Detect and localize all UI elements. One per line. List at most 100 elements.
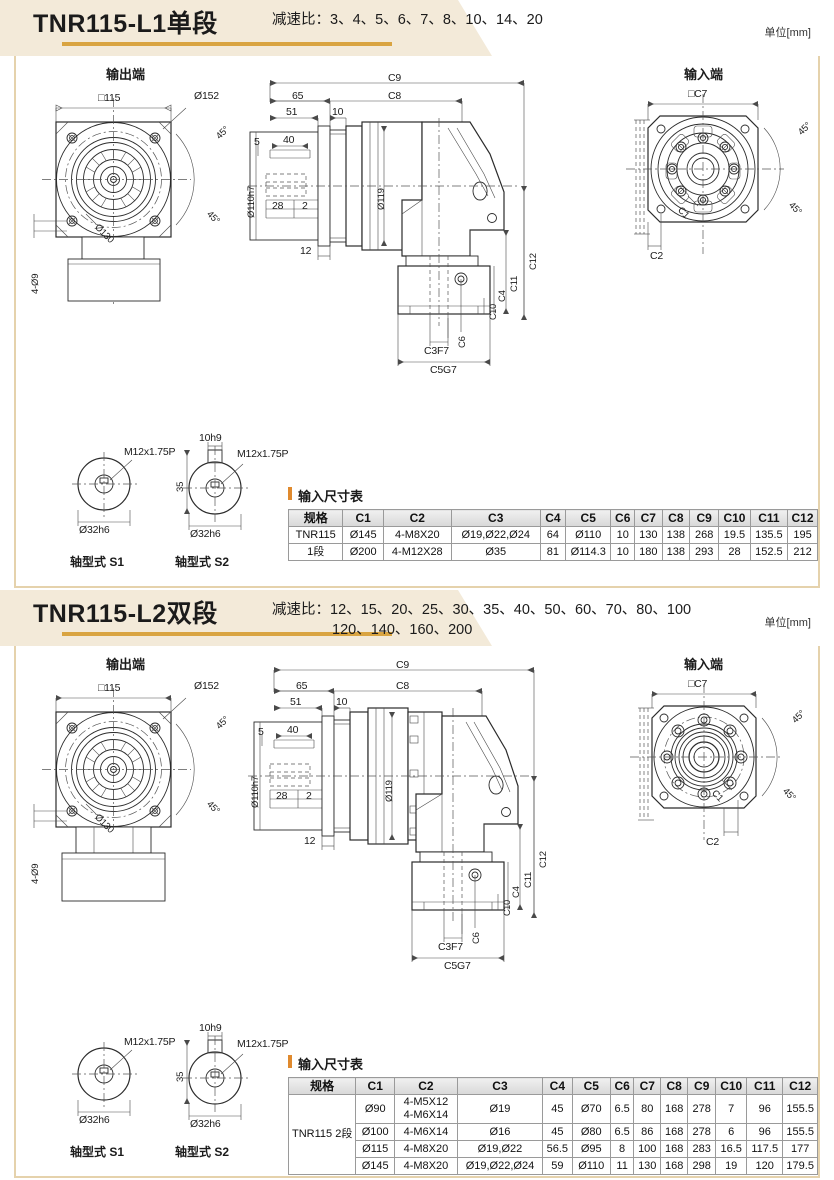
table-title: 输入尺寸表 <box>288 486 818 505</box>
dim-c11: C11 <box>523 871 534 888</box>
cell-c3: Ø19,Ø22,Ø24 <box>456 1157 544 1175</box>
th-c5: C5 <box>571 1077 611 1095</box>
dim-c7: □C7 <box>688 88 708 100</box>
dim-28: 28 <box>276 790 288 802</box>
shaft-type-s1: M12x1.75P Ø32h6 轴型式 S1 <box>66 440 176 570</box>
th-c9: C9 <box>689 509 720 527</box>
cell-c7: 86 <box>633 1123 662 1141</box>
cell-c10: 7 <box>715 1094 748 1124</box>
shaft-s2-svg <box>183 442 249 530</box>
dim-d119: Ø119 <box>384 780 395 802</box>
cell-c11: 96 <box>746 1123 784 1141</box>
table-row: TNR115 Ø145 4-M8X20 Ø19,Ø22,Ø24 64 Ø110 … <box>287 526 818 544</box>
table-row: Ø100 4-M6X14 Ø16 45 Ø80 6.5 86 168 278 6… <box>289 1123 818 1141</box>
section-header-l2: TNR115-L2双段 减速比：12、15、20、25、30、35、40、50、… <box>0 590 834 646</box>
section-title: TNR115-L1单段 <box>33 10 218 38</box>
dim-5: 5 <box>258 726 264 738</box>
th-c12: C12 <box>782 1077 818 1095</box>
dim-s1-dia: Ø32h6 <box>79 524 110 536</box>
cell-c8: 138 <box>661 526 691 544</box>
section-view-drawing: C9 C8 65 51 10 5 40 28 2 12 Ø119 Ø110h7 … <box>244 659 594 1000</box>
cell-c10: 16.5 <box>715 1140 748 1158</box>
cell-c8: 138 <box>661 543 691 561</box>
dim-c12: C12 <box>528 253 539 270</box>
table-title: 输入尺寸表 <box>288 1054 818 1073</box>
cell-c5: Ø110 <box>565 526 612 544</box>
dim-c2: C2 <box>650 250 664 262</box>
cell-spec-merged: TNR115 2段 <box>287 1094 357 1175</box>
th-spec: 规格 <box>287 1077 357 1095</box>
th-c1: C1 <box>342 509 384 527</box>
shaft-type-s1: M12x1.75P Ø32h6 轴型式 S1 <box>66 1030 176 1160</box>
cell-c7: 180 <box>634 543 663 561</box>
cell-c3: Ø35 <box>450 543 541 561</box>
section-body-l1: 输出端 <box>14 56 820 588</box>
dim-4-hole: 4-Ø9 <box>30 273 41 294</box>
title-banner <box>0 0 492 56</box>
output-end-svg <box>33 688 195 904</box>
dim-s2-keylen: 35 <box>175 481 186 492</box>
output-end-drawing: 输出端 <box>26 64 256 364</box>
ratio-label: 减速比： <box>272 12 330 28</box>
dim-c5g7: C5G7 <box>430 364 457 376</box>
cell-c9: 278 <box>687 1094 717 1124</box>
cell-c12: 155.5 <box>782 1123 818 1141</box>
ratio-values-line2: 120、140、160、200 <box>332 622 473 638</box>
cell-c5: Ø70 <box>571 1094 611 1124</box>
cell-c7: 130 <box>633 1157 662 1175</box>
cell-c9: 298 <box>687 1157 717 1175</box>
cell-spec: 1段 <box>287 543 344 561</box>
dim-square-115: □115 <box>98 92 121 104</box>
cell-c5: Ø80 <box>571 1123 611 1141</box>
th-c10: C10 <box>718 509 751 527</box>
table-header-row: 规格 C1 C2 C3 C4 C5 C6 C7 C8 C9 C10 C11 C1… <box>287 1077 818 1095</box>
dim-c7: □C7 <box>688 678 708 690</box>
th-c11: C11 <box>749 509 789 527</box>
dim-10: 10 <box>332 106 344 118</box>
unit-label: 单位[mm] <box>764 27 811 39</box>
cell-c11: 152.5 <box>749 543 789 561</box>
cell-c2: 4-M6X14 <box>394 1123 458 1141</box>
cell-c4: 59 <box>542 1157 573 1175</box>
table-row: Ø115 4-M8X20 Ø19,Ø22 56.5 Ø95 8 100 168 … <box>289 1140 818 1158</box>
unit-label: 单位[mm] <box>764 617 811 629</box>
cell-c3: Ø19,Ø22 <box>456 1140 544 1158</box>
dim-s1-dia: Ø32h6 <box>79 1114 110 1126</box>
section-header-l1: TNR115-L1单段 减速比：3、4、5、6、7、8、10、14、20 单位[… <box>0 0 834 56</box>
title-underline <box>62 632 392 636</box>
ratio-values-line1: 12、15、20、25、30、35、40、50、60、70、80、100 <box>330 602 692 618</box>
cell-c8: 168 <box>660 1123 689 1141</box>
cell-c1: Ø90 <box>355 1094 396 1124</box>
ratio-values-line1: 3、4、5、6、7、8、10、14、20 <box>330 12 543 28</box>
cell-c10: 19.5 <box>718 526 751 544</box>
dim-51: 51 <box>286 106 298 118</box>
dim-2: 2 <box>306 790 312 802</box>
dim-square-115: □115 <box>98 682 121 694</box>
section-l2: TNR115-L2双段 减速比：12、15、20、25、30、35、40、50、… <box>0 590 834 1180</box>
dim-c10: C10 <box>502 900 512 916</box>
cell-c4: 45 <box>542 1094 573 1124</box>
dim-c9: C9 <box>388 72 402 84</box>
input-end-caption: 输入端 <box>684 67 724 82</box>
th-c6: C6 <box>610 509 636 527</box>
cell-c11: 135.5 <box>749 526 789 544</box>
dim-c4: C4 <box>497 290 508 302</box>
cell-c1: Ø145 <box>342 526 384 544</box>
cell-spec: TNR115 <box>287 526 344 544</box>
shaft-type-s2: 10h9 35 M12x1.75P Ø32h6 轴型式 S2 <box>171 432 291 570</box>
dim-s2-dia: Ø32h6 <box>190 1118 221 1130</box>
section-view-svg <box>248 667 537 962</box>
cell-c9: 278 <box>687 1123 717 1141</box>
dim-65: 65 <box>292 90 304 102</box>
dim-s2-key: 10h9 <box>199 432 222 444</box>
dimension-table: 规格 C1 C2 C3 C4 C5 C6 C7 C8 C9 C10 C11 C1… <box>287 1077 818 1175</box>
dim-c6: C6 <box>471 932 482 944</box>
dim-5: 5 <box>254 136 260 148</box>
dim-28: 28 <box>272 200 284 212</box>
output-end-caption: 输出端 <box>106 657 146 672</box>
cell-c6: 11 <box>609 1157 635 1175</box>
cell-c3: Ø19,Ø22,Ø24 <box>450 526 541 544</box>
dim-c10: C10 <box>488 304 498 320</box>
dim-c6: C6 <box>457 336 468 348</box>
dim-s1-thread: M12x1.75P <box>124 446 176 458</box>
